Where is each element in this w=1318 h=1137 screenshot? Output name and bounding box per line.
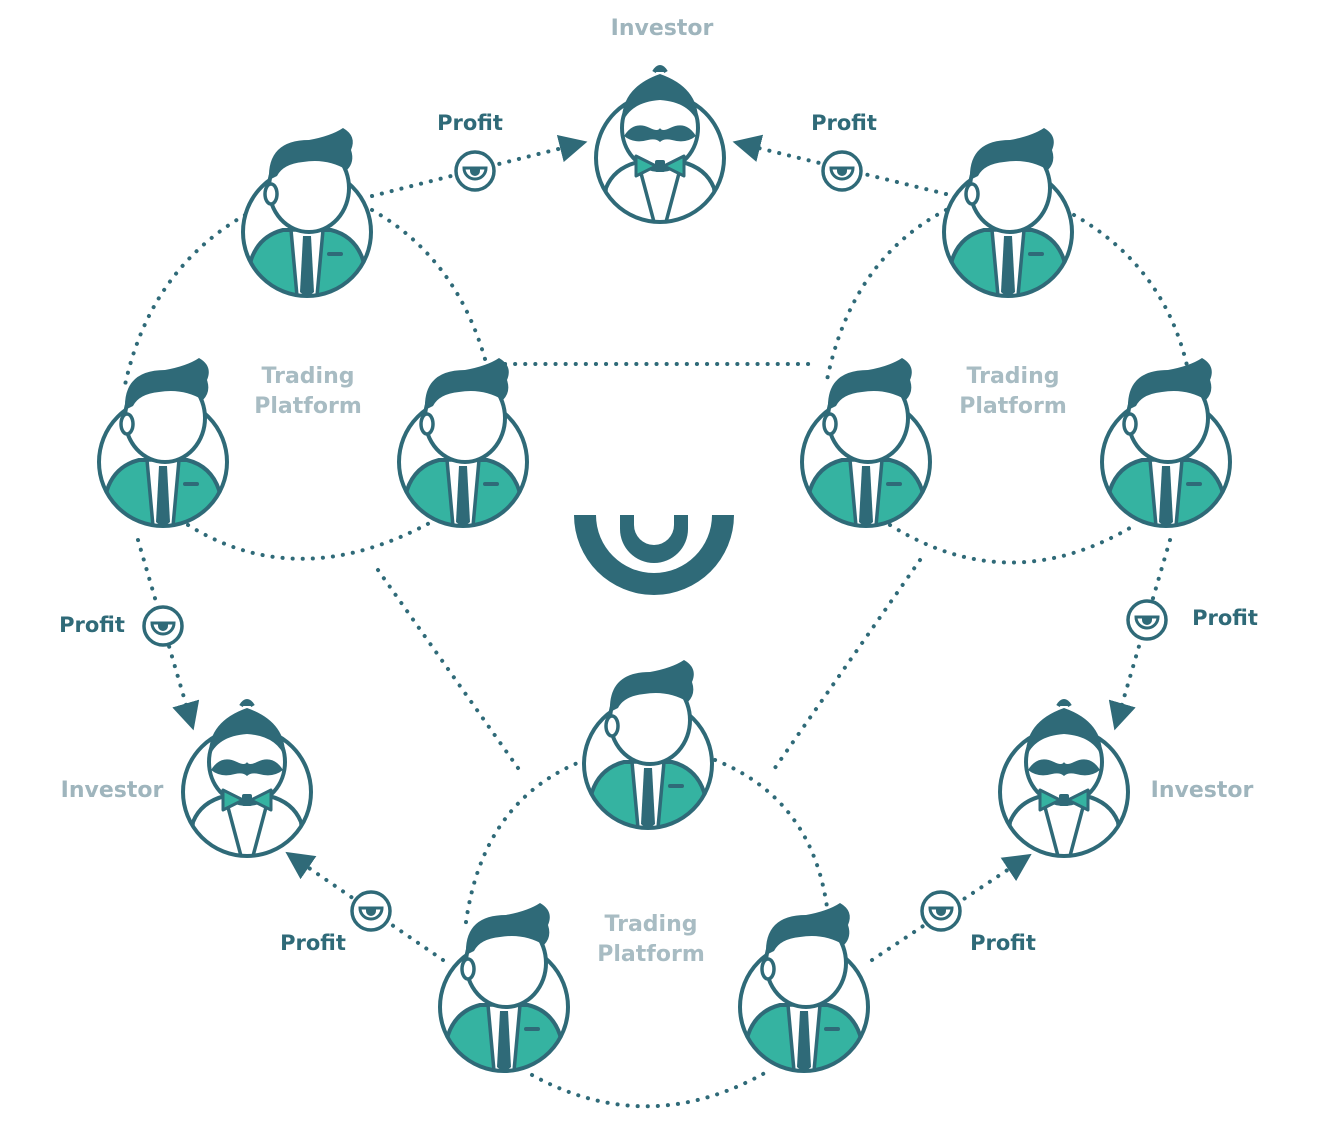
investor-icon	[594, 65, 726, 224]
platform-right-ring	[1072, 213, 1192, 382]
connections	[123, 208, 1192, 1109]
trader-icon	[97, 358, 229, 528]
platform-left-ring	[186, 518, 437, 561]
trader-icon	[942, 128, 1074, 298]
trader-icon	[1100, 358, 1232, 528]
people	[97, 65, 1232, 1073]
platform-label-line: Platform	[254, 394, 362, 419]
trader-icon	[438, 903, 570, 1073]
coin-icon	[821, 150, 863, 192]
profit-arrow	[136, 538, 200, 731]
trader-icon	[800, 358, 932, 528]
coin-icon	[350, 890, 392, 932]
coins	[142, 150, 1168, 932]
coin-icon	[454, 150, 496, 192]
profit-label: Profit	[59, 613, 125, 637]
coin-icon	[1126, 599, 1168, 641]
platform-label-line: Platform	[597, 942, 705, 967]
platform-label-left: Trading Platform	[238, 362, 378, 422]
trader-icon	[582, 660, 714, 830]
central-link-right	[768, 558, 922, 777]
platform-label-line: Trading	[966, 364, 1060, 389]
trader-icon	[241, 128, 373, 298]
brand-logo-icon	[574, 515, 734, 595]
profit-arrow	[870, 853, 1032, 962]
platform-label-line: Trading	[261, 364, 355, 389]
platform-bottom-ring	[530, 1068, 772, 1109]
platform-right-ring	[824, 208, 948, 387]
investor-icon	[181, 699, 313, 858]
profit-arrow	[1108, 538, 1172, 731]
profit-arrow	[370, 134, 588, 198]
investor-label-right: Investor	[1150, 778, 1254, 803]
investor-label-left: Investor	[60, 778, 164, 803]
trader-icon	[397, 358, 529, 528]
platform-left-ring	[123, 213, 247, 387]
investor-icon	[998, 699, 1130, 858]
platform-right-ring	[888, 523, 1137, 565]
profit-label: Profit	[970, 931, 1036, 955]
platform-left-ring	[370, 208, 490, 372]
coin-icon	[142, 605, 184, 647]
platform-label-line: Platform	[959, 394, 1067, 419]
platform-bottom-ring	[713, 758, 830, 917]
central-link-left	[376, 568, 520, 770]
platform-bottom-ring	[463, 758, 587, 932]
investor-label-top: Investor	[610, 16, 714, 41]
profit-label: Profit	[437, 111, 503, 135]
platform-label-right: Trading Platform	[943, 362, 1083, 422]
platform-label-bottom: Trading Platform	[581, 910, 721, 970]
platform-label-line: Trading	[604, 912, 698, 937]
profit-label: Profit	[1192, 606, 1258, 630]
trader-icon	[738, 903, 870, 1073]
profit-label: Profit	[280, 931, 346, 955]
coin-icon	[920, 890, 962, 932]
profit-label: Profit	[811, 111, 877, 135]
